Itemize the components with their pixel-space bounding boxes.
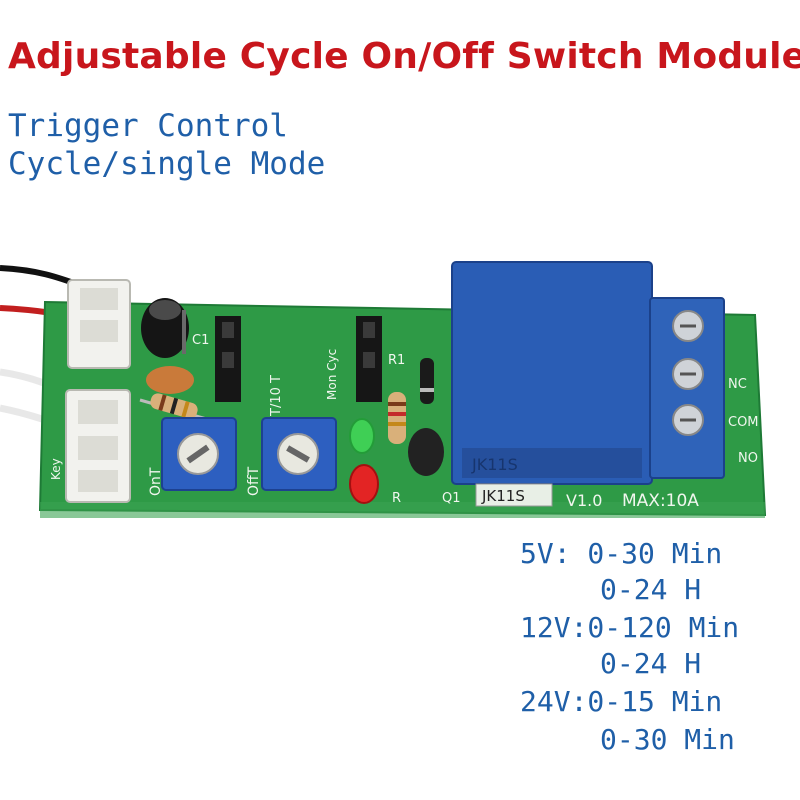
terminal-label-com: COM — [728, 415, 759, 430]
led-red — [349, 464, 379, 504]
product-photo: JK11S NC COM NO C1 R1 Q1 R T/10 T Mon Cy… — [0, 261, 767, 518]
spec-line: 24V:0-15 Min — [520, 685, 723, 718]
label-r: R — [392, 491, 401, 506]
jumper-t10[interactable] — [215, 316, 241, 402]
spec-line: 0-24 H — [600, 573, 702, 606]
subtitle-trigger-control: Trigger Control — [8, 108, 288, 144]
board-version-label: V1.0 — [566, 491, 602, 510]
ceramic-capacitor — [146, 366, 194, 394]
diode — [420, 358, 434, 404]
resistor-left — [139, 393, 211, 422]
connector-top — [67, 279, 131, 369]
resistor-right — [388, 392, 406, 444]
led-green — [349, 418, 375, 454]
spec-line: 5V: 0-30 Min — [520, 537, 723, 570]
label-offt: OffT — [246, 466, 262, 496]
relay-marking: JK11S — [471, 455, 518, 474]
label-t10: T/10 T — [269, 375, 284, 417]
terminal-label-no: NO — [738, 451, 758, 466]
page-title: Adjustable Cycle On/Off Switch Module — [8, 36, 800, 77]
board-model-label: JK11S — [481, 487, 525, 505]
label-key: Key — [49, 458, 63, 480]
label-ont: OnT — [148, 467, 164, 496]
terminal-label-nc: NC — [728, 377, 747, 392]
spec-line: 0-30 Min — [600, 723, 735, 756]
label-mon-cyc: Mon Cyc — [325, 349, 339, 400]
potentiometer-on-time[interactable] — [161, 417, 237, 491]
label-c1: C1 — [192, 333, 209, 348]
screw-terminal[interactable] — [649, 297, 725, 479]
connector-bottom — [65, 389, 131, 503]
spec-line: 0-24 H — [600, 647, 702, 680]
subtitle-cycle-mode: Cycle/single Mode — [8, 146, 326, 182]
board-max-current-label: MAX:10A — [622, 491, 699, 511]
label-r1: R1 — [388, 353, 405, 368]
transistor — [408, 428, 444, 476]
relay: JK11S — [451, 261, 653, 485]
electrolytic-capacitor — [141, 298, 189, 358]
label-q1: Q1 — [442, 491, 461, 506]
potentiometer-off-time[interactable] — [261, 417, 337, 491]
spec-line: 12V:0-120 Min — [520, 611, 740, 644]
jumper-mode[interactable] — [356, 316, 382, 402]
